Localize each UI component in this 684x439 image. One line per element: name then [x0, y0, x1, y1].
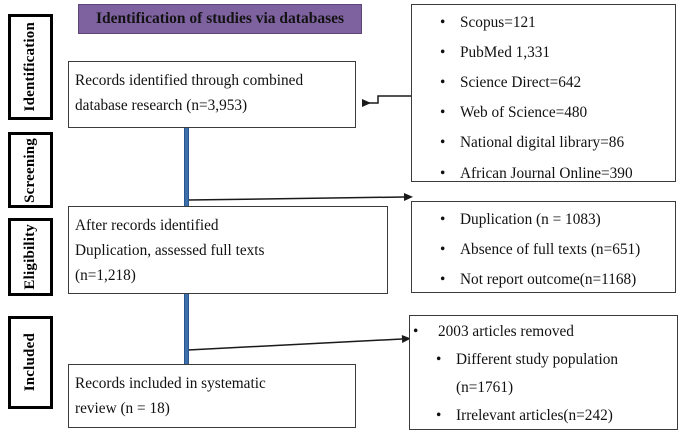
bullet-icon: • [413, 323, 419, 340]
stage-box-included: Included [8, 316, 53, 409]
stage-label-identification: Identification [22, 22, 38, 112]
included-line-1: Records included in systematic [75, 375, 266, 392]
arrow-eligibility-to-removed [187, 335, 411, 351]
bullet-icon: • [440, 44, 446, 62]
bullet-icon: • [440, 74, 446, 92]
bullet-icon: • [440, 134, 446, 152]
removed-item-1: 2003 articles removed [438, 323, 574, 340]
screened-line-1: After records identified [75, 217, 219, 234]
stage-label-eligibility: Eligibility [22, 224, 38, 290]
list-item: • Web of Science=480 [412, 103, 675, 122]
list-item: • 2003 articles removed [410, 322, 677, 341]
bullet-icon: • [440, 164, 446, 182]
bullet-icon: • [436, 407, 442, 425]
bullet-icon: • [436, 351, 442, 369]
banner-title: Identification of studies via databases [95, 10, 345, 27]
source-item-5: National digital library=86 [460, 134, 625, 152]
list-item: • Science Direct=642 [412, 73, 675, 92]
list-item: • Absence of full texts (n=651) [412, 240, 675, 259]
stage-box-identification: Identification [8, 14, 53, 120]
box-removed-articles: • 2003 articles removed • Different stud… [409, 315, 678, 430]
box-database-sources: • Scopus=121 • PubMed 1,331 • Science Di… [411, 4, 676, 182]
bullet-icon: • [440, 271, 446, 289]
list-item: • African Journal Online=390 [412, 164, 675, 183]
records-identified-line-1: Records identified through combined [75, 72, 304, 89]
list-item: • Scopus=121 [412, 13, 675, 32]
source-item-2: PubMed 1,331 [460, 44, 551, 62]
list-item: • Duplication (n = 1083) [412, 210, 675, 229]
excluded-item-2: Absence of full texts (n=651) [460, 241, 641, 259]
source-item-4: Web of Science=480 [460, 104, 588, 122]
connector-identified-to-screened [184, 126, 189, 207]
list-item: • National digital library=86 [412, 133, 675, 152]
source-item-6: African Journal Online=390 [460, 164, 633, 182]
excluded-item-1: Duplication (n = 1083) [460, 211, 601, 228]
bullet-icon: • [440, 14, 446, 31]
identification-banner: Identification of studies via databases [78, 4, 362, 34]
removed-articles-list: • 2003 articles removed • Different stud… [410, 316, 677, 425]
source-item-1: Scopus=121 [460, 14, 536, 31]
arrow-sources-to-identified [362, 95, 411, 107]
stage-label-screening: Screening [22, 137, 38, 203]
arrow-screened-to-excluded [187, 193, 413, 201]
screened-line-3: (n=1,218) [75, 266, 136, 284]
bullet-icon: • [440, 241, 446, 259]
database-source-list: • Scopus=121 • PubMed 1,331 • Science Di… [412, 5, 675, 183]
list-item: • Not report outcome(n=1168) [412, 270, 675, 289]
excluded-item-3: Not report outcome(n=1168) [460, 271, 637, 289]
excluded-records-list: • Duplication (n = 1083) • Absence of fu… [412, 202, 675, 289]
removed-item-2: Different study population [456, 351, 619, 369]
records-identified-line-2: database research (n=3,953) [75, 96, 248, 114]
stage-box-eligibility: Eligibility [8, 218, 53, 296]
removed-item-3: (n=1761) [456, 379, 514, 397]
included-line-2: review (n = 18) [75, 399, 170, 417]
box-records-identified: Records identified through combined data… [68, 61, 356, 128]
stage-label-included: Included [22, 333, 38, 392]
list-item: • Irrelevant articles(n=242) [410, 406, 677, 425]
bullet-icon: • [440, 211, 446, 228]
box-excluded-records: • Duplication (n = 1083) • Absence of fu… [411, 201, 676, 293]
screened-line-2: Duplication, assessed full texts [75, 241, 265, 259]
box-after-records-identified: After records identified Duplication, as… [68, 206, 388, 294]
source-item-3: Science Direct=642 [460, 74, 582, 92]
bullet-icon: • [440, 104, 446, 122]
list-item-continuation: • (n=1761) [410, 378, 677, 397]
stage-box-screening: Screening [8, 132, 53, 208]
list-item: • PubMed 1,331 [412, 43, 675, 62]
box-records-included: Records included in systematic review (n… [68, 364, 356, 428]
connector-screened-to-included [184, 293, 189, 365]
list-item: • Different study population [410, 350, 677, 369]
removed-item-4: Irrelevant articles(n=242) [456, 407, 613, 425]
